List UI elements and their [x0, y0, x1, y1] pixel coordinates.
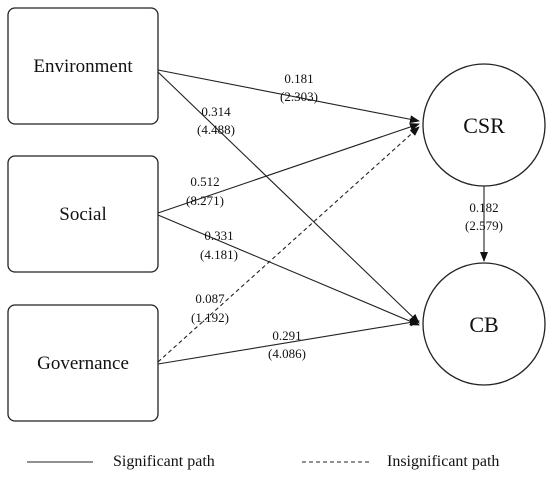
path-governance-to-cb — [157, 318, 420, 365]
path-social-to-cb — [157, 214, 420, 326]
tstat-environment-cb: (4.488) — [197, 122, 235, 137]
tstat-environment-csr: (2.303) — [280, 89, 318, 104]
path-governance-to-csr — [157, 126, 420, 363]
node-cb: CB — [422, 262, 546, 386]
node-cb-label: CB — [469, 312, 498, 337]
coef-environment-cb: 0.314 — [201, 104, 231, 119]
path-social-to-csr — [157, 123, 420, 214]
coef-environment-csr: 0.181 — [284, 71, 313, 86]
tstat-csr-cb: (2.579) — [465, 218, 503, 233]
node-environment-label: Environment — [33, 56, 133, 77]
node-governance: Governance — [7, 304, 159, 422]
tstat-social-cb: (4.181) — [200, 247, 238, 262]
tstat-governance-csr: (1.192) — [191, 310, 229, 325]
coef-governance-csr: 0.087 — [195, 291, 225, 306]
tstat-governance-cb: (4.086) — [268, 346, 306, 361]
coef-governance-cb: 0.291 — [272, 328, 301, 343]
tstat-social-csr: (8.271) — [186, 193, 224, 208]
node-social-label: Social — [59, 204, 107, 225]
node-social: Social — [7, 155, 159, 273]
legend: Significant path Insignificant path — [27, 453, 499, 470]
legend-insignificant-label: Insignificant path — [387, 453, 499, 470]
node-csr-label: CSR — [463, 113, 505, 138]
path-environment-to-csr — [157, 69, 420, 124]
path-environment-to-cb — [157, 71, 420, 324]
coef-csr-cb: 0.182 — [469, 200, 498, 215]
node-csr: CSR — [422, 63, 546, 187]
coef-social-csr: 0.512 — [190, 174, 219, 189]
coef-social-cb: 0.331 — [204, 228, 233, 243]
node-governance-label: Governance — [37, 353, 129, 374]
legend-significant-label: Significant path — [113, 453, 215, 470]
node-environment: Environment — [7, 7, 159, 125]
